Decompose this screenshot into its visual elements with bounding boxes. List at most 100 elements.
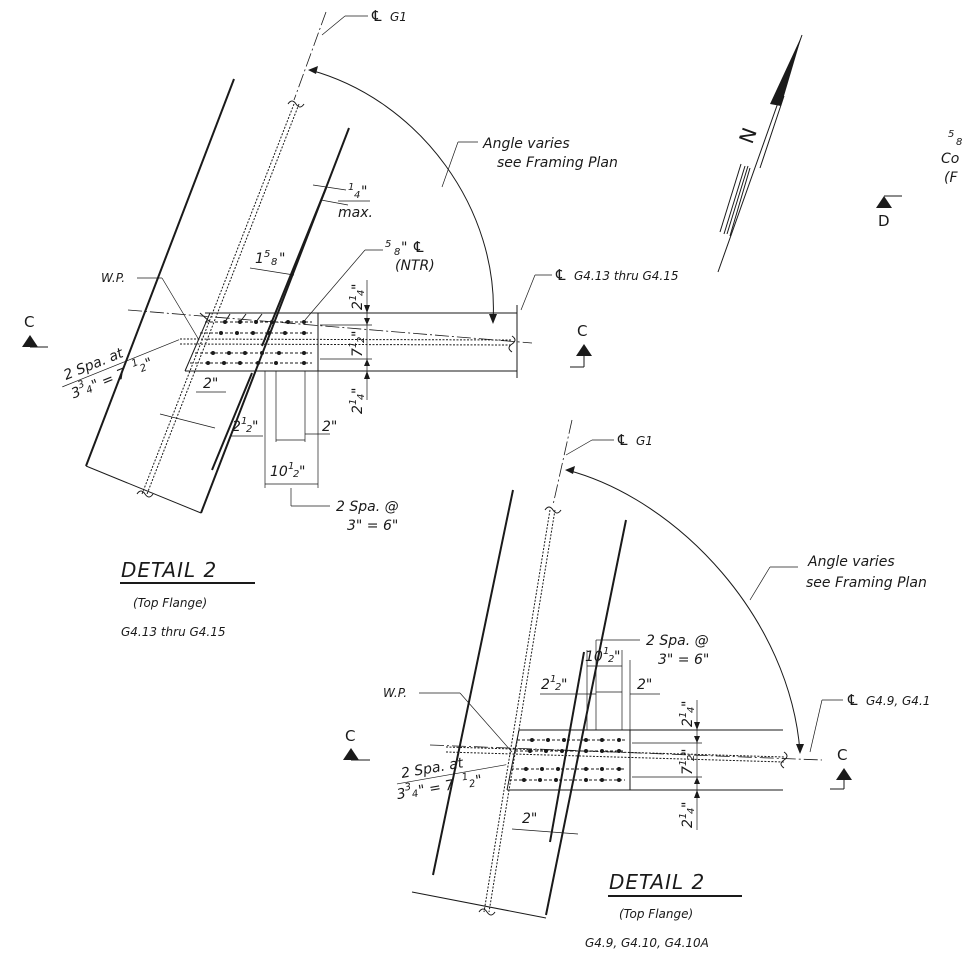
beam-web-line (179, 343, 513, 346)
dim-10half-den: 2 (293, 469, 299, 480)
svg-text:4: 4 (356, 394, 367, 400)
svg-text:4: 4 (686, 707, 697, 713)
dim-line (511, 828, 579, 835)
svg-text:4: 4 (686, 808, 697, 814)
svg-text:2: 2 (356, 337, 367, 343)
arrowhead (796, 744, 804, 754)
svg-text:3: 3 (76, 379, 86, 392)
arrowhead (694, 736, 700, 743)
svg-text:3: 3 (396, 786, 408, 803)
svg-text:4: 4 (411, 788, 419, 800)
dim-2half-num: 1 (241, 416, 247, 427)
dim-2in-bottom: 2" (522, 811, 537, 827)
section-arrow (876, 196, 892, 208)
break-symbol (478, 908, 496, 916)
svg-text:": " (680, 802, 696, 808)
arrowhead (364, 305, 370, 313)
dim-2half-whole: 2 (541, 677, 550, 693)
dim-line (320, 199, 349, 206)
north-label: N (734, 124, 762, 146)
svg-text:" = 7: " = 7 (417, 777, 455, 799)
plate-note: (NTR) (395, 258, 435, 274)
leader-line (565, 439, 593, 456)
dim-mid-b: 7 1 2 " (678, 749, 697, 775)
svg-text:": " (350, 331, 366, 337)
beam-web-line (445, 751, 785, 763)
spa2-a: 2 Spa. at 3 3 4 " = 7 1 2 " (62, 339, 180, 402)
girder-web-line (483, 509, 551, 913)
dim-2half-whole: 2 (232, 419, 241, 435)
detail-a-range: G4.13 thru G4.15 (121, 625, 226, 639)
arrowhead (694, 777, 700, 784)
leader-line (520, 274, 536, 311)
dim-2half-unit: " (252, 419, 258, 435)
girder-flange-line (85, 78, 235, 467)
dim-2half-unit: " (561, 677, 567, 693)
arrowhead (489, 314, 497, 324)
girder-flange-line (432, 489, 514, 876)
section-marker-left: C (24, 313, 34, 331)
tie-plate-line (261, 187, 327, 347)
cl-beam-label: G4.9, G4.1 (866, 694, 930, 708)
edge-line2: Co (941, 151, 959, 167)
centerline-beam (127, 309, 533, 344)
cl-symbol: ℄ (371, 7, 382, 25)
arrowhead (364, 371, 370, 379)
svg-text:2: 2 (139, 362, 149, 375)
svg-text:": " (680, 749, 696, 755)
plate-den: 8 (394, 247, 400, 258)
dim-10half-num: 1 (288, 461, 294, 472)
edge-num: 5 (948, 129, 954, 140)
arrowhead (565, 466, 575, 474)
spa2-b: 2 Spa. at 3 3 4 " = 7 1 2 " (396, 755, 507, 803)
angle-note-line2: see Framing Plan (497, 155, 618, 171)
cl-symbol: ℄ (555, 266, 566, 284)
tie-plate-line (549, 651, 585, 843)
svg-text:7: 7 (680, 766, 696, 775)
wp-label: W.P. (101, 271, 125, 285)
detail-a: ℄ G1 Angle varies see Framing Plan ℄ G4.… (22, 7, 679, 639)
centerline-g1 (293, 11, 327, 101)
detail-b-subtitle: (Top Flange) (619, 907, 693, 921)
plate-num: 5 (385, 239, 391, 250)
detail-b-title: DETAIL 2 (609, 870, 705, 894)
dim-10half-unit: " (614, 649, 620, 665)
svg-text:": " (143, 355, 155, 372)
section-arrow (836, 768, 852, 780)
dim-10half-unit: " (299, 464, 305, 480)
svg-text:1: 1 (461, 772, 469, 784)
svg-text:2: 2 (680, 718, 696, 727)
dim-15-8-whole: 1 (255, 251, 264, 267)
svg-text:7: 7 (350, 348, 366, 357)
dim-15-8-num: 5 (264, 249, 270, 260)
dim-2half-den: 2 (555, 682, 561, 693)
spa-line1: 2 Spa. @ (646, 633, 709, 649)
arrowhead (364, 318, 370, 325)
plate-edge (184, 312, 211, 372)
girder-flange-line (545, 519, 627, 916)
dim-top-a: 2 1 4 " (348, 284, 367, 310)
detail-a-subtitle: (Top Flange) (133, 596, 207, 610)
bolt-pattern (190, 312, 312, 365)
svg-text:2: 2 (350, 405, 366, 414)
svg-text:1: 1 (678, 813, 689, 819)
svg-text:1: 1 (678, 712, 689, 718)
dim-top-b: 2 1 4 " (678, 701, 697, 727)
arrowhead (308, 66, 318, 74)
dim-line (249, 267, 295, 276)
svg-text:": " (350, 284, 366, 290)
cl-beam-label: G4.13 thru G4.15 (574, 269, 679, 283)
cl-symbol: ℄ (617, 431, 628, 449)
bolt-pattern (509, 738, 625, 782)
leader-line (441, 141, 459, 188)
dim-10half-whole: 10 (585, 649, 603, 665)
dim-2in-top: 2" (637, 677, 652, 693)
dim-line (159, 413, 216, 429)
dim-2in-right: 2" (322, 419, 337, 435)
edge-line3: (F (944, 170, 958, 186)
wp-label: W.P. (383, 686, 407, 700)
plate-unit: " (401, 240, 407, 256)
angle-arc (309, 69, 494, 323)
cl-symbol: ℄ (847, 691, 858, 709)
